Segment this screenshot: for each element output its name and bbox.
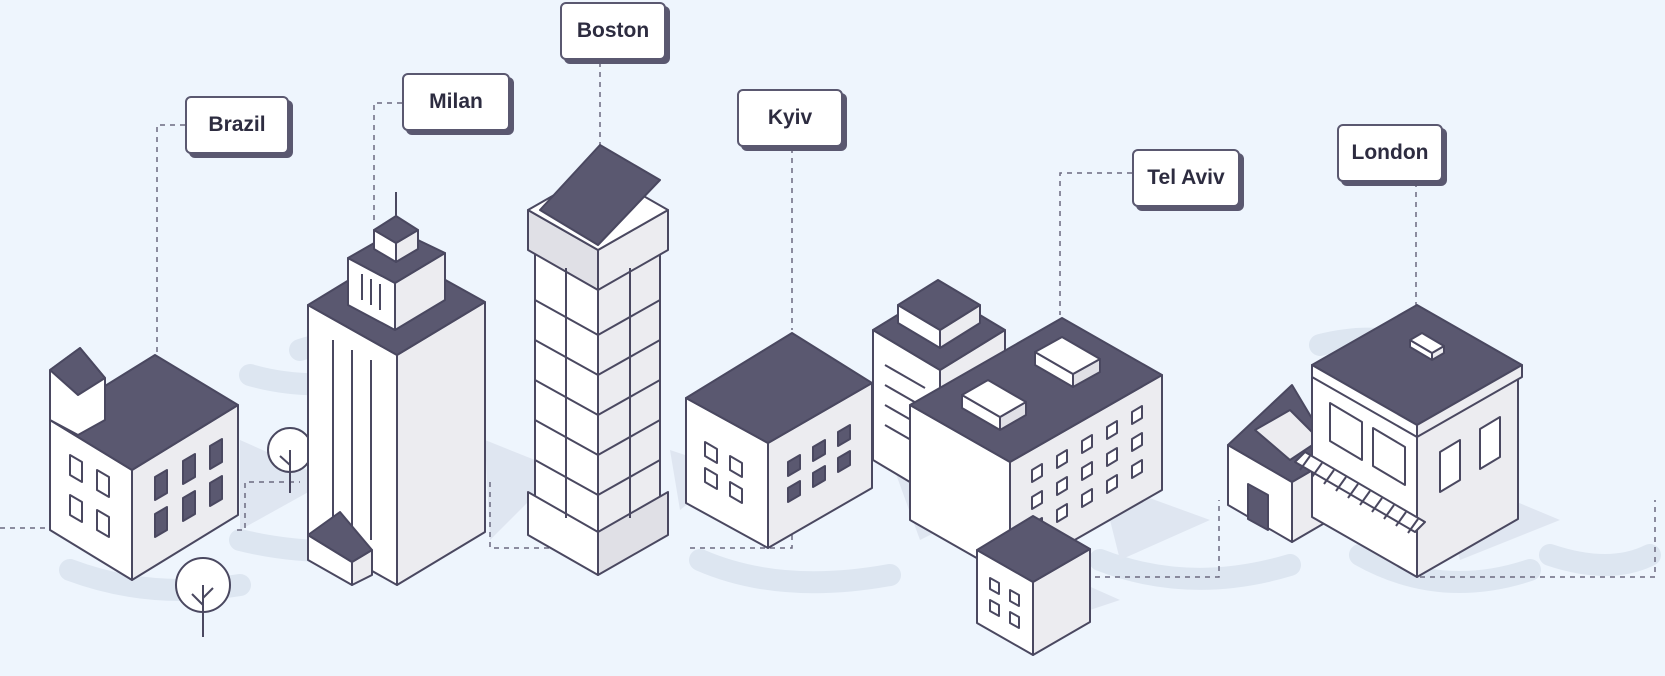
tel-aviv-building — [872, 279, 1163, 656]
city-label-london: London — [1337, 124, 1443, 182]
city-label-boston: Boston — [560, 2, 666, 60]
milan-building — [307, 192, 486, 586]
city-label-brazil: Brazil — [185, 96, 289, 154]
tree-icon — [175, 557, 231, 637]
city-label-milan: Milan — [402, 73, 510, 131]
london-building — [1227, 304, 1523, 578]
brazil-building — [49, 347, 239, 581]
city-label-tel-aviv: Tel Aviv — [1132, 149, 1240, 207]
boston-building — [527, 144, 669, 576]
kyiv-building — [685, 332, 873, 549]
city-label-kyiv: Kyiv — [737, 89, 843, 147]
connector-lines — [0, 62, 1656, 578]
